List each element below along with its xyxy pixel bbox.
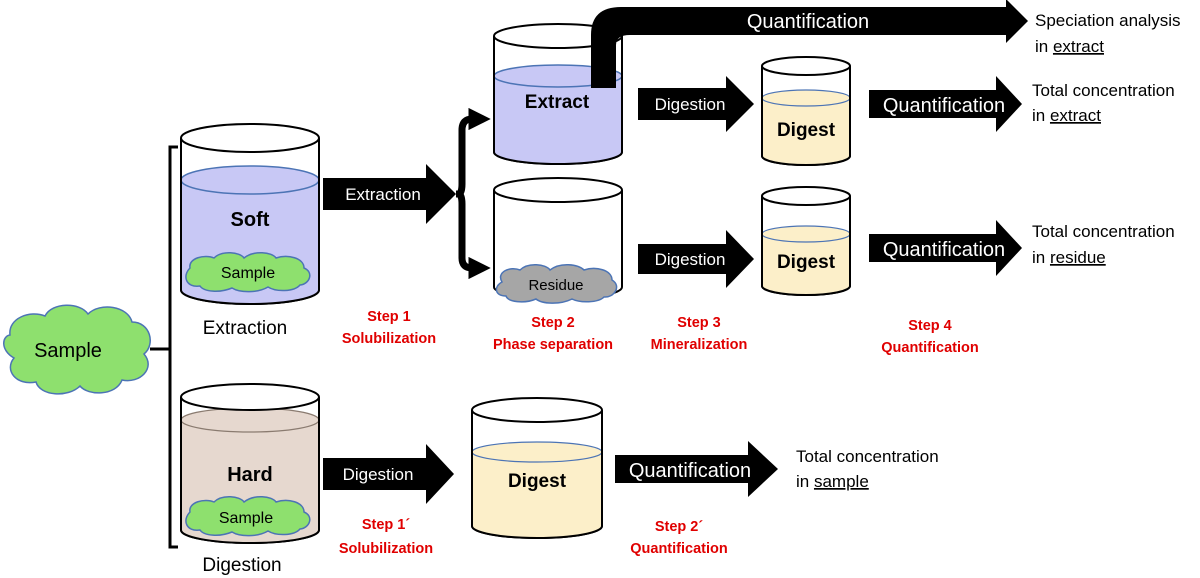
bottom-output-prefix: in xyxy=(796,472,814,491)
step1-name: Solubilization xyxy=(342,331,436,347)
output-a: Total concentration in extract xyxy=(1032,81,1175,125)
step1-title: Step 1 xyxy=(367,309,411,325)
bottom-digest-label: Digest xyxy=(508,471,567,492)
digestion-arrow-a-label: Digestion xyxy=(655,95,726,114)
step4-title: Step 4 xyxy=(908,318,952,334)
residue-label: Residue xyxy=(528,277,583,294)
top-quantification-label: Quantification xyxy=(747,11,869,33)
residue-cloud: Residue xyxy=(495,264,618,304)
step4-name: Quantification xyxy=(881,340,978,356)
output-b-line2: in residue xyxy=(1032,248,1106,267)
output-a-line2: in extract xyxy=(1032,106,1101,125)
soft-label: Soft xyxy=(231,209,270,231)
sample-cloud: Sample xyxy=(3,304,151,395)
output-a-prefix: in xyxy=(1032,106,1050,125)
hard-sample-label: Sample xyxy=(219,510,273,527)
bottom-output-line2: in sample xyxy=(796,472,869,491)
digest-a-label: Digest xyxy=(777,120,836,141)
residue-beaker: Residue xyxy=(493,177,623,304)
bottom-quantification-arrow: Quantification xyxy=(615,441,778,497)
step1prime-title: Step 1´ xyxy=(362,517,411,533)
step2-name: Phase separation xyxy=(493,337,613,353)
soft-sample-cloud: Sample xyxy=(185,252,311,293)
step3-title: Step 3 xyxy=(677,315,721,331)
step2prime-title: Step 2´ xyxy=(655,519,704,535)
quantification-arrow-a-label: Quantification xyxy=(883,95,1005,117)
extraction-arrow-label: Extraction xyxy=(345,185,421,204)
sample-label: Sample xyxy=(34,340,102,362)
fork-arrow-extract xyxy=(456,107,491,198)
output-b: Total concentration in residue xyxy=(1032,222,1175,267)
step3-name: Mineralization xyxy=(651,337,748,353)
speciation-output: Speciation analysis in extract xyxy=(1035,11,1181,56)
bottom-output-underlined: sample xyxy=(814,472,869,491)
digest-beaker-a: Digest xyxy=(761,56,851,166)
hard-label: Hard xyxy=(227,464,273,486)
speciation-line1: Speciation analysis xyxy=(1035,11,1181,30)
quantification-arrow-b: Quantification xyxy=(869,220,1022,276)
soft-beaker: Soft Sample xyxy=(180,123,320,305)
quantification-arrow-a: Quantification xyxy=(869,76,1022,132)
speciation-line2: in extract xyxy=(1035,37,1104,56)
bottom-output: Total concentration in sample xyxy=(796,447,939,491)
output-b-line1: Total concentration xyxy=(1032,222,1175,241)
bottom-output-line1: Total concentration xyxy=(796,447,939,466)
output-b-prefix: in xyxy=(1032,248,1050,267)
output-a-line1: Total concentration xyxy=(1032,81,1175,100)
fork-arrow-residue xyxy=(456,190,491,280)
step1prime-name: Solubilization xyxy=(339,541,433,557)
hard-sample-cloud: Sample xyxy=(185,496,311,537)
hard-beaker: Hard Sample xyxy=(180,383,320,544)
quantification-arrow-b-label: Quantification xyxy=(883,239,1005,261)
branch-bracket xyxy=(168,145,178,549)
extraction-branch-label: Extraction xyxy=(203,318,287,339)
speciation-prefix: in xyxy=(1035,37,1053,56)
digestion-branch-label: Digestion xyxy=(202,555,281,576)
bottom-digestion-arrow: Digestion xyxy=(323,444,454,504)
bottom-digest-beaker: Digest xyxy=(471,397,603,539)
digest-beaker-b: Digest xyxy=(761,186,851,296)
extraction-arrow: Extraction xyxy=(323,164,456,224)
step2prime-name: Quantification xyxy=(630,541,727,557)
speciation-underlined: extract xyxy=(1053,37,1104,56)
bottom-quantification-label: Quantification xyxy=(629,460,751,482)
bottom-digestion-label: Digestion xyxy=(343,465,414,484)
extract-beaker: Extract xyxy=(493,23,623,165)
digestion-arrow-b: Digestion xyxy=(638,230,754,288)
extract-label: Extract xyxy=(525,92,590,113)
digestion-arrow-b-label: Digestion xyxy=(655,250,726,269)
top-quantification-arrow: Quantification xyxy=(591,0,1028,88)
output-a-underlined: extract xyxy=(1050,106,1101,125)
soft-sample-label: Sample xyxy=(221,265,275,282)
step2-title: Step 2 xyxy=(531,315,575,331)
digest-b-label: Digest xyxy=(777,252,836,273)
output-b-underlined: residue xyxy=(1050,248,1106,267)
digestion-arrow-a: Digestion xyxy=(638,76,754,132)
